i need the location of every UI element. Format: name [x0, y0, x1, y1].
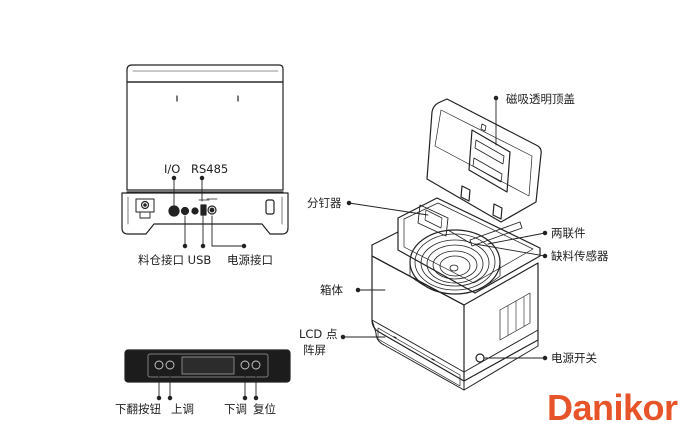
up-button-label: 上调 — [171, 402, 194, 416]
page-down-button-label: 下翻按钮 — [115, 402, 161, 416]
control-panel-callouts — [156, 369, 259, 401]
power-switch-label: 电源开关 — [551, 351, 597, 365]
reset-label: 复位 — [253, 402, 276, 416]
lcd-label-line2: 阵屏 — [303, 343, 326, 357]
rs485-label: RS485 — [191, 162, 229, 176]
magnetic-lid-label: 磁吸透明顶盖 — [506, 92, 575, 106]
control-panel — [124, 349, 291, 383]
rear-view — [121, 64, 289, 235]
down-adjust-label: 下调 — [224, 402, 247, 416]
material-sensor-label: 缺料传感器 — [551, 249, 609, 263]
feeder-isometric — [371, 98, 542, 391]
brand-logo: Danikor — [547, 387, 678, 428]
power-port-label: 电源接口 — [227, 253, 273, 267]
feed-port-usb-label: 料仓接口 USB — [138, 253, 212, 267]
lcd-label-line1: LCD 点 — [299, 327, 338, 341]
cabinet-label: 箱体 — [320, 283, 343, 297]
feeder-callouts — [340, 95, 548, 361]
screw-splitter-label: 分钉器 — [307, 196, 342, 210]
io-label: I/O — [164, 162, 181, 176]
rear-view-callouts — [171, 175, 247, 249]
coupling-label: 两联件 — [551, 226, 586, 240]
